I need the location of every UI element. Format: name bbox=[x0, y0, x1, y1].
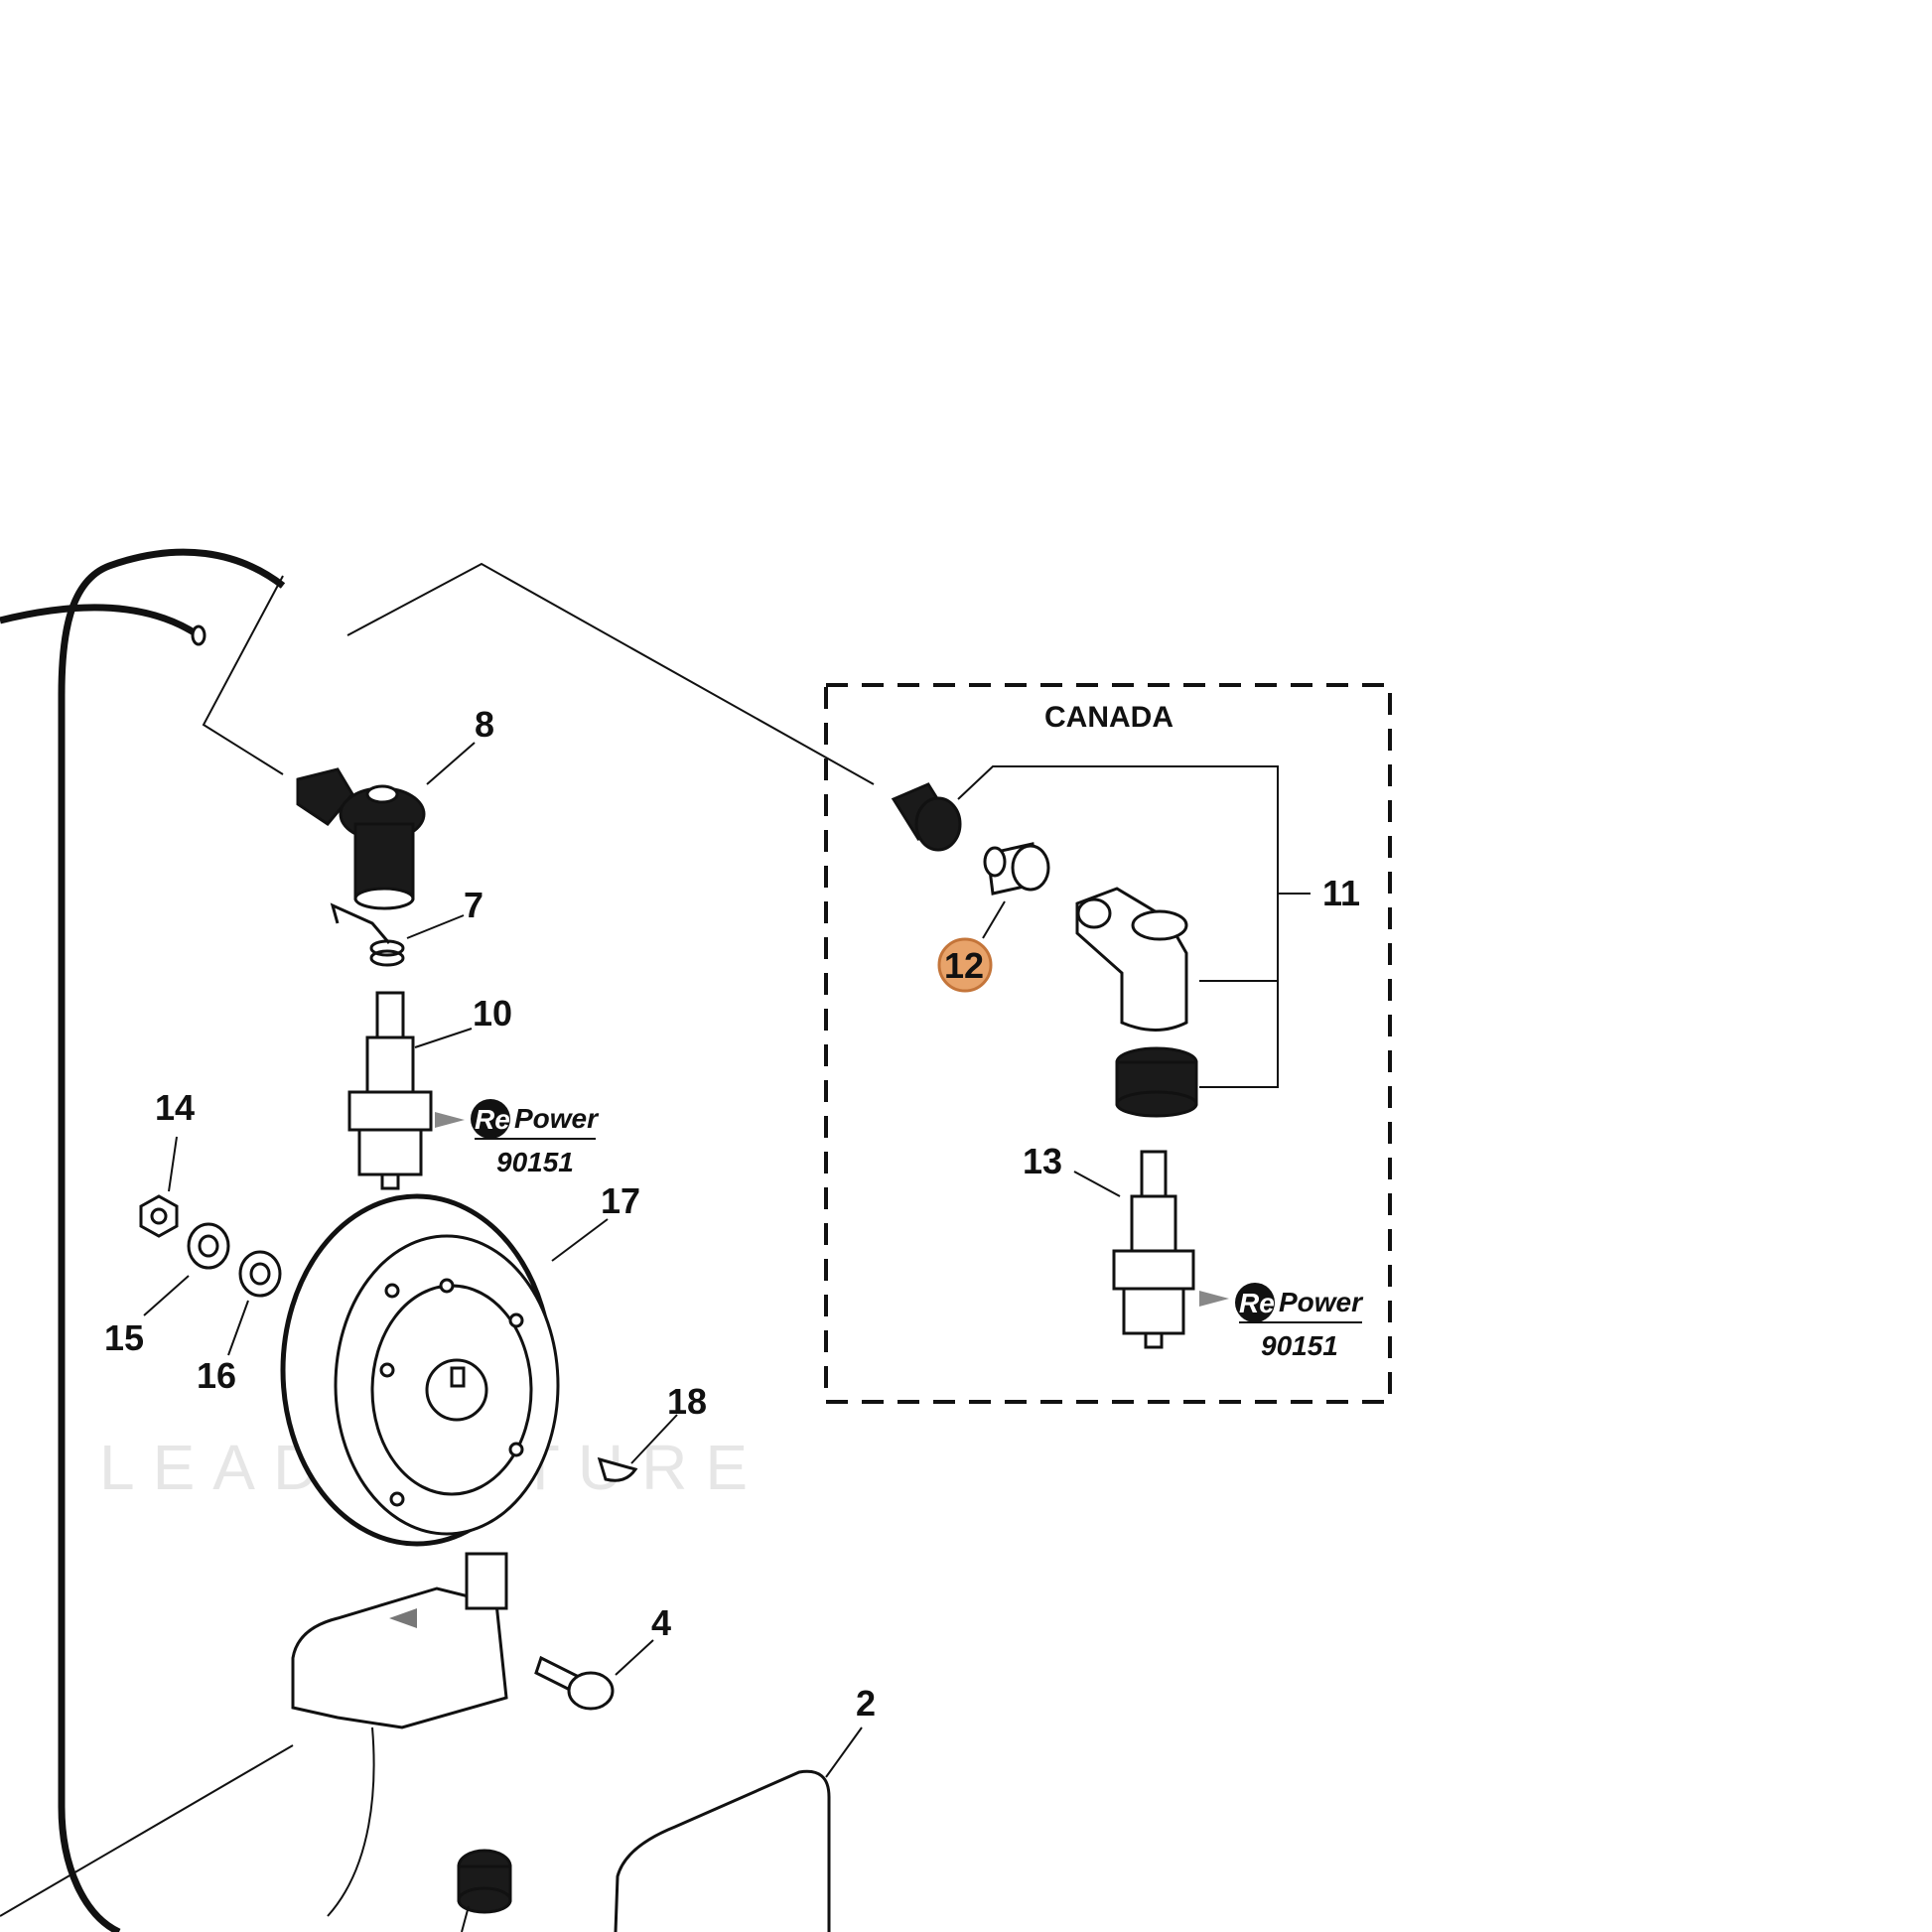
canada-boot-part bbox=[1075, 887, 1188, 1032]
callout-12[interactable]: 12 bbox=[944, 945, 984, 986]
repower-code-1: 90151 bbox=[496, 1147, 574, 1177]
leader-16 bbox=[227, 1300, 249, 1356]
spark-plug-boot-part bbox=[296, 767, 426, 910]
washer-15-part bbox=[187, 1222, 230, 1270]
repower-re-2: Re bbox=[1239, 1288, 1275, 1318]
canada-label: CANADA bbox=[1044, 701, 1173, 734]
leader-boot-wire bbox=[202, 575, 284, 775]
callout-16[interactable]: 16 bbox=[197, 1355, 236, 1396]
leader-2 bbox=[825, 1726, 863, 1778]
leader-grommet bbox=[461, 1905, 470, 1932]
woodruff-key-part bbox=[597, 1456, 638, 1482]
callout-17[interactable]: 17 bbox=[601, 1180, 640, 1221]
callout-2[interactable]: 2 bbox=[856, 1683, 876, 1724]
repower-badge-1: Re Power 90151 bbox=[435, 1099, 600, 1177]
callout-18[interactable]: 18 bbox=[667, 1381, 707, 1422]
leader-12 bbox=[982, 900, 1006, 939]
canada-sleeve-part bbox=[1115, 1046, 1198, 1118]
wire-end bbox=[191, 624, 207, 646]
spring-clip-part bbox=[330, 902, 405, 967]
leader-15 bbox=[143, 1275, 190, 1316]
leader-14 bbox=[168, 1136, 178, 1192]
callout-13[interactable]: 13 bbox=[1023, 1141, 1062, 1181]
screw-part bbox=[534, 1655, 615, 1711]
callout-4[interactable]: 4 bbox=[651, 1602, 671, 1643]
spark-plug-13-part bbox=[1112, 1150, 1195, 1349]
repower-re-1: Re bbox=[475, 1104, 510, 1135]
callout-12-highlight[interactable] bbox=[937, 937, 993, 993]
callout-15[interactable]: 15 bbox=[104, 1317, 144, 1358]
spark-plug-10-part bbox=[347, 991, 433, 1190]
leader-4 bbox=[615, 1639, 654, 1676]
leader-17 bbox=[551, 1218, 609, 1262]
grommet-part bbox=[457, 1849, 512, 1914]
leader-13 bbox=[1073, 1171, 1121, 1197]
ignition-wire bbox=[58, 548, 286, 1932]
callout-8[interactable]: 8 bbox=[475, 704, 494, 745]
ignition-wire-b bbox=[0, 604, 201, 638]
callout-14[interactable]: 14 bbox=[155, 1087, 195, 1128]
leader-to-canada bbox=[346, 562, 875, 785]
bracket-11 bbox=[957, 765, 1311, 1088]
flywheel-part bbox=[280, 1193, 560, 1547]
callout-7[interactable]: 7 bbox=[464, 885, 483, 925]
canada-ferrule-12-part bbox=[983, 842, 1050, 896]
leader-module bbox=[0, 1744, 294, 1917]
leader-10 bbox=[414, 1028, 473, 1048]
canada-cap-part bbox=[891, 782, 962, 852]
repower-badge-2: Re Power 90151 bbox=[1199, 1283, 1364, 1361]
ignition-module-part bbox=[291, 1552, 508, 1917]
repower-code-2: 90151 bbox=[1261, 1330, 1338, 1361]
repower-power-1: Power bbox=[514, 1103, 600, 1134]
leader-7 bbox=[406, 914, 465, 939]
repower-power-2: Power bbox=[1279, 1287, 1364, 1317]
cover-part bbox=[614, 1769, 831, 1932]
leader-8 bbox=[426, 742, 476, 785]
nut-part bbox=[139, 1194, 179, 1238]
leader-18 bbox=[630, 1414, 678, 1464]
callout-10[interactable]: 10 bbox=[473, 993, 512, 1034]
washer-16-part bbox=[238, 1250, 282, 1298]
callout-11[interactable]: 11 bbox=[1322, 873, 1360, 913]
